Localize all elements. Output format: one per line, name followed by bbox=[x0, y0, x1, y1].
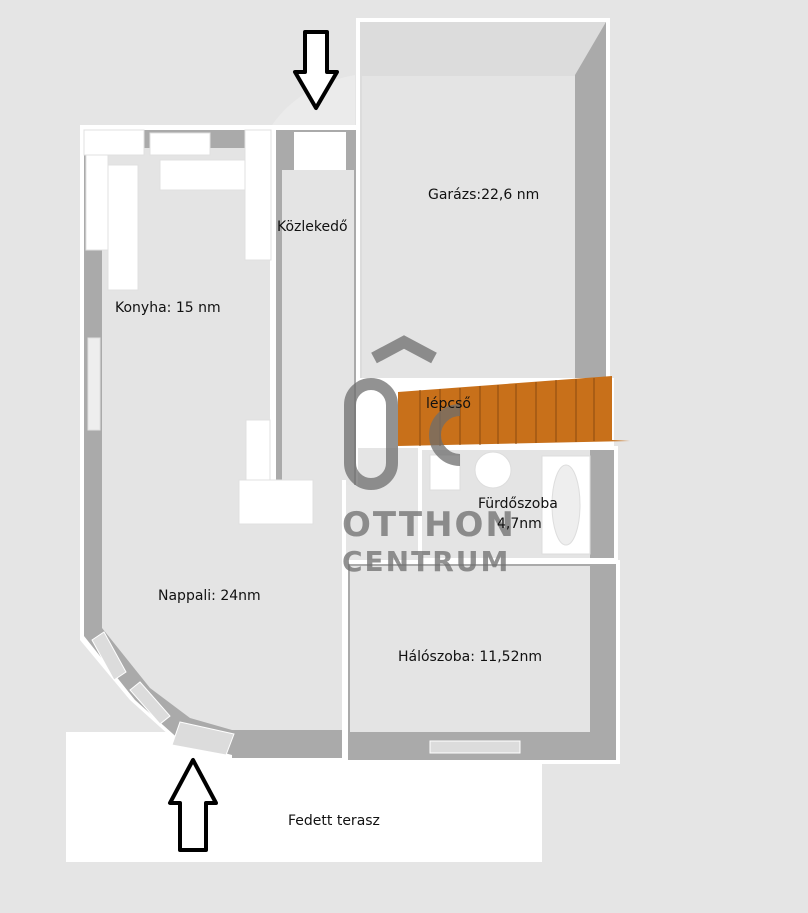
entrance-arrow-down-icon bbox=[293, 30, 339, 110]
curved-windows bbox=[91, 631, 235, 756]
watermark-line2: CENTRUM bbox=[342, 545, 511, 578]
room-label-furdoszoba: Fürdőszoba bbox=[478, 496, 558, 512]
room-area-furdoszoba: 4,7nm bbox=[497, 516, 542, 532]
room-label-terasz: Fedett terasz bbox=[288, 813, 380, 829]
kitchen-furniture bbox=[83, 129, 314, 525]
room-label-konyha: Konyha: 15 nm bbox=[115, 300, 221, 316]
bathroom bbox=[418, 446, 618, 562]
stairs bbox=[356, 376, 630, 448]
watermark-logo bbox=[344, 335, 461, 490]
room-label-garazs: Garázs:22,6 nm bbox=[428, 187, 540, 203]
watermark-line1: OTTHON bbox=[342, 505, 516, 545]
room-label-kozlekedo: Közlekedő bbox=[277, 219, 348, 235]
entrance-arrow-up-icon bbox=[168, 758, 218, 852]
room-label-nappali: Nappali: 24nm bbox=[158, 588, 261, 604]
garage bbox=[356, 18, 610, 380]
room-label-haloszoba: Hálószoba: 11,52nm bbox=[398, 649, 542, 665]
corridor bbox=[272, 125, 358, 485]
bedroom bbox=[344, 560, 620, 764]
room-label-lepcso: lépcső bbox=[426, 396, 471, 412]
